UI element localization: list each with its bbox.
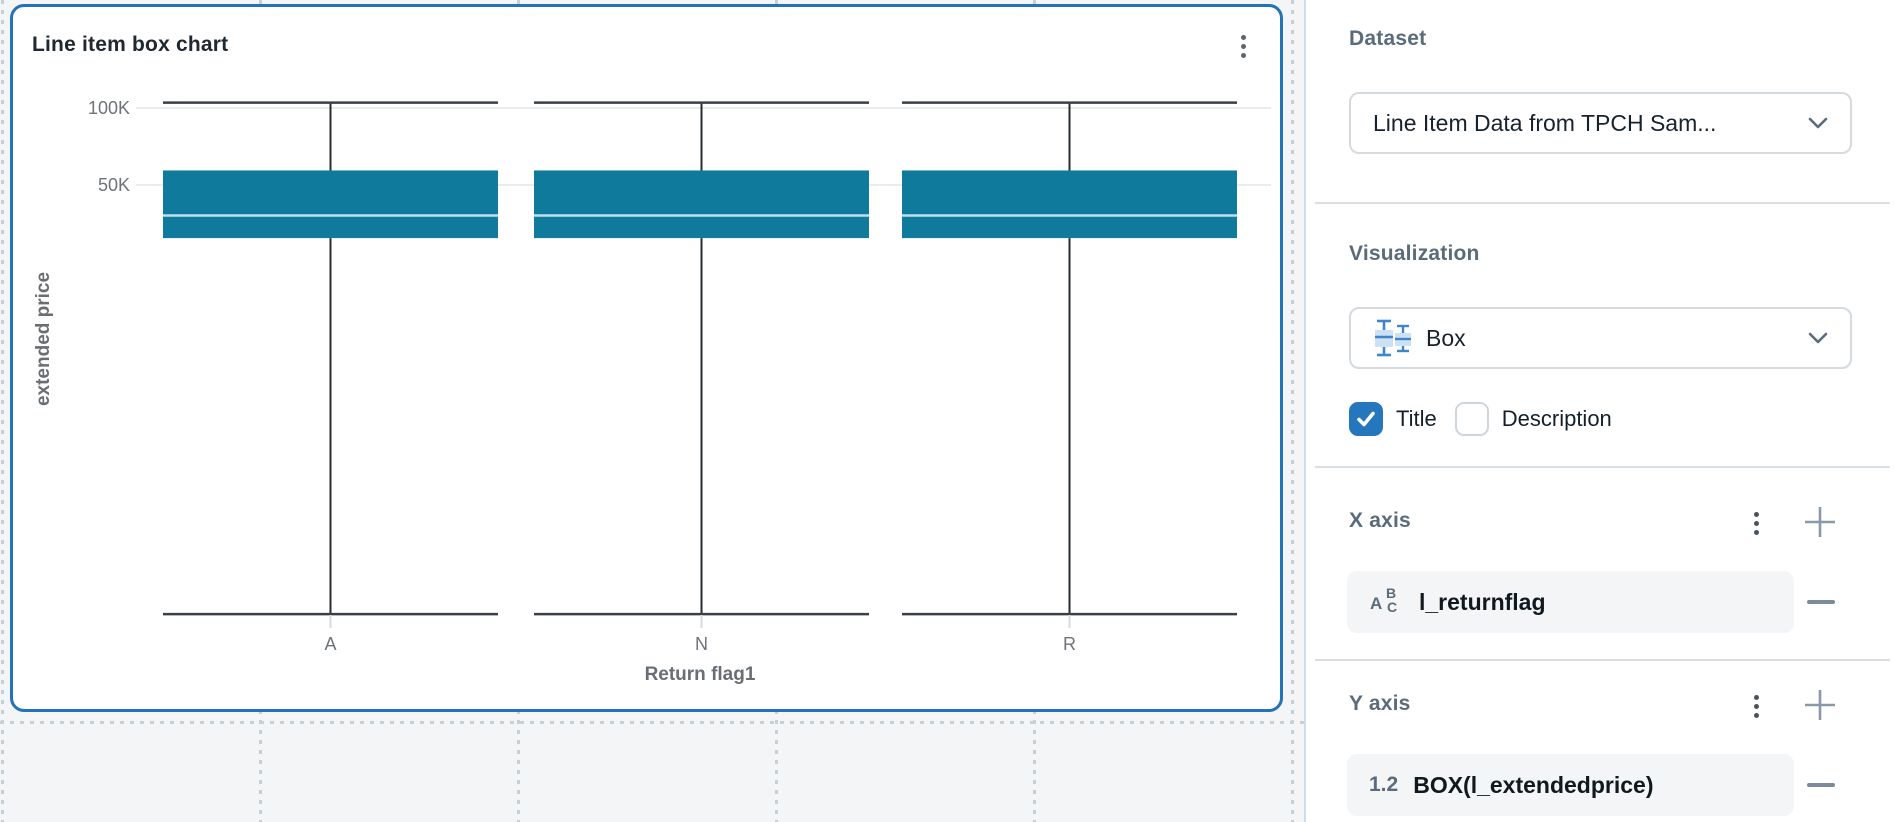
divider <box>1315 659 1890 661</box>
card-title: Line item box chart <box>32 33 229 56</box>
kebab-dot <box>1753 703 1759 709</box>
chevron-down-icon <box>1808 117 1828 128</box>
kebab-dot <box>1753 694 1759 700</box>
kebab-dot <box>1240 43 1246 49</box>
check-icon <box>1357 411 1375 427</box>
dataset-select[interactable]: Line Item Data from TPCH Sam... <box>1349 92 1852 154</box>
kebab-dot <box>1753 712 1759 718</box>
x-axis-field-chip[interactable]: A B C l_returnflag <box>1347 571 1794 633</box>
svg-text:100K: 100K <box>88 98 130 118</box>
minus-icon <box>1807 783 1835 787</box>
svg-text:R: R <box>1063 634 1076 654</box>
x-axis-header: X axis <box>1306 506 1894 540</box>
dashboard-grid-line <box>1 0 4 822</box>
visualization-select-value: Box <box>1426 324 1466 351</box>
chevron-down-icon <box>1808 332 1828 343</box>
dataset-section-label: Dataset <box>1349 27 1427 50</box>
box-chart-svg[interactable]: 100K 50K A N R Return flag1 extended price <box>13 7 1280 709</box>
description-checkbox[interactable] <box>1454 402 1489 436</box>
number-type-icon: 1.2 <box>1369 773 1399 796</box>
type-letter: C <box>1387 599 1398 615</box>
type-letter: A <box>1370 594 1383 613</box>
y-axis-field-chip[interactable]: 1.2 BOX(l_extendedprice) <box>1347 754 1794 816</box>
svg-text:N: N <box>695 634 708 654</box>
settings-panel: Dataset Line Item Data from TPCH Sam... … <box>1304 0 1894 822</box>
kebab-dot <box>1753 529 1759 535</box>
kebab-dot <box>1240 52 1246 58</box>
card-menu-button[interactable] <box>1232 31 1254 61</box>
description-checkbox-label: Description <box>1501 406 1612 431</box>
title-checkbox-label: Title <box>1396 406 1437 431</box>
chart-card[interactable]: 100K 50K A N R Return flag1 extended price Lin… <box>10 4 1283 712</box>
svg-text:50K: 50K <box>98 175 130 195</box>
x-axis-add-button[interactable] <box>1803 505 1837 539</box>
y-axis-add-button[interactable] <box>1803 688 1837 722</box>
y-axis-label: Y axis <box>1349 692 1411 715</box>
show-options-row: Title Description <box>1349 400 1630 438</box>
x-axis-label: X axis <box>1349 509 1411 532</box>
visualization-section-label: Visualization <box>1349 242 1480 265</box>
kebab-dot <box>1753 520 1759 526</box>
dataset-select-value: Line Item Data from TPCH Sam... <box>1373 109 1717 136</box>
kebab-dot <box>1240 34 1246 40</box>
visualization-select[interactable]: Box <box>1349 307 1852 369</box>
svg-text:A: A <box>324 634 336 654</box>
y-axis-field-name: BOX(l_extendedprice) <box>1413 771 1654 798</box>
y-axis-remove-button[interactable] <box>1807 772 1835 798</box>
y-axis-menu-button[interactable] <box>1745 691 1767 721</box>
x-axis-field-name: l_returnflag <box>1419 588 1546 615</box>
string-type-icon: A B C <box>1369 585 1406 619</box>
title-checkbox[interactable] <box>1349 402 1383 436</box>
box-chart[interactable]: 100K 50K A N R Return flag1 extended price <box>13 7 1280 709</box>
type-letter: B <box>1386 585 1397 601</box>
svg-text:extended price: extended price <box>33 272 54 406</box>
x-axis-remove-button[interactable] <box>1807 589 1835 615</box>
svg-text:Return flag1: Return flag1 <box>645 664 756 685</box>
minus-icon <box>1807 600 1835 604</box>
kebab-dot <box>1753 511 1759 517</box>
x-axis-menu-button[interactable] <box>1745 508 1767 538</box>
y-axis-header: Y axis <box>1306 689 1894 723</box>
divider <box>1315 466 1890 468</box>
divider <box>1315 202 1890 204</box>
dashboard-grid-line <box>1291 0 1294 822</box>
box-plot-icon <box>1375 319 1411 357</box>
dashboard-grid-line <box>0 721 1304 724</box>
